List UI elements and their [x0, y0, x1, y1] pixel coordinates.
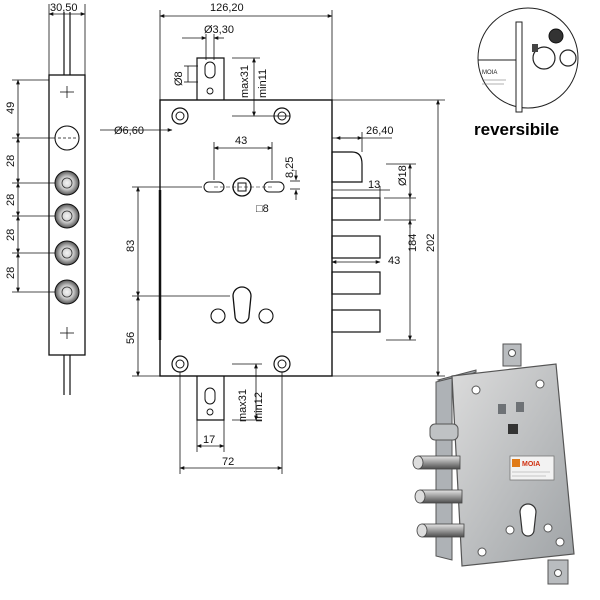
- dim-slot-8: Ø8: [173, 71, 185, 86]
- faceplate-drawing: [48, 12, 86, 395]
- dim-spindle-43: 43: [235, 135, 247, 147]
- dim-face-28-4: 28: [5, 267, 17, 279]
- dim-72: 72: [222, 456, 234, 468]
- photo-brand-text: MOIA: [522, 461, 540, 468]
- dim-bolt-dia: Ø18: [397, 165, 409, 186]
- cylinder-screw-left: [210, 308, 226, 324]
- dim-overall-width: 126,20: [210, 2, 244, 14]
- bolt-head-1: [54, 170, 80, 196]
- dim-face-28-3: 28: [5, 229, 17, 241]
- lock-body-drawing: [158, 57, 381, 421]
- latch-bolt: [331, 151, 363, 183]
- dim-face-28-1: 28: [5, 155, 17, 167]
- dim-202: 202: [425, 234, 437, 252]
- dim-face-28-2: 28: [5, 194, 17, 206]
- photo-bolt-1: [417, 455, 461, 470]
- dim-faceplate-width: 30,50: [50, 2, 78, 14]
- dim-17: 17: [203, 434, 215, 446]
- bolt-head-4: [54, 279, 80, 305]
- reversible-inset: MOIA: [477, 7, 579, 113]
- dim-max-bottom: max31: [237, 389, 249, 422]
- right-slot: [263, 181, 285, 193]
- deadbolt-3: [331, 271, 381, 295]
- dim-hole-3-30: Ø3,30: [204, 24, 234, 36]
- photo-bolt-2: [419, 489, 463, 504]
- dim-min-bottom: min12: [253, 392, 265, 422]
- dim-bolt-throw: 43: [388, 255, 400, 267]
- dim-latch-offset: 26,40: [366, 125, 394, 137]
- dim-min-top: min11: [257, 69, 269, 98]
- screw-hole-bottom-right: [273, 355, 291, 373]
- dim-184: 184: [407, 234, 419, 252]
- deadbolt-1: [331, 197, 381, 221]
- dim-13: 13: [368, 179, 380, 191]
- dim-83: 83: [125, 240, 137, 252]
- bolt-head-2: [54, 203, 80, 229]
- dim-8-25: 8,25: [284, 157, 296, 178]
- screw-hole-top-left: [171, 107, 189, 125]
- bottom-tab-slot: [204, 387, 216, 405]
- cylinder-cutout: [232, 286, 252, 324]
- reversible-label: reversibile: [474, 120, 560, 139]
- inset-brand-text: MOIA: [482, 70, 497, 76]
- dim-max-top: max31: [239, 65, 251, 98]
- deadbolt-4: [331, 309, 381, 333]
- photo-bolt-3: [421, 523, 465, 538]
- dim-56: 56: [125, 332, 137, 344]
- top-tab-slot: [204, 61, 216, 79]
- photo-latch: [429, 423, 459, 441]
- deadbolt-2: [331, 235, 381, 259]
- dim-square-spindle: □8: [256, 203, 269, 215]
- cylinder-screw-right: [258, 308, 274, 324]
- screw-hole-bottom-left: [171, 355, 189, 373]
- faceplate-dimensions: [12, 4, 86, 293]
- dim-mount-hole: Ø6,60: [114, 125, 144, 137]
- body-dimensions: [100, 10, 445, 474]
- dim-face-49: 49: [5, 102, 17, 114]
- lock-photo: MOIA: [412, 343, 575, 585]
- faceplate-bolts: [54, 170, 80, 305]
- faceplate-outline: [48, 74, 86, 356]
- bolt-head-3: [54, 240, 80, 266]
